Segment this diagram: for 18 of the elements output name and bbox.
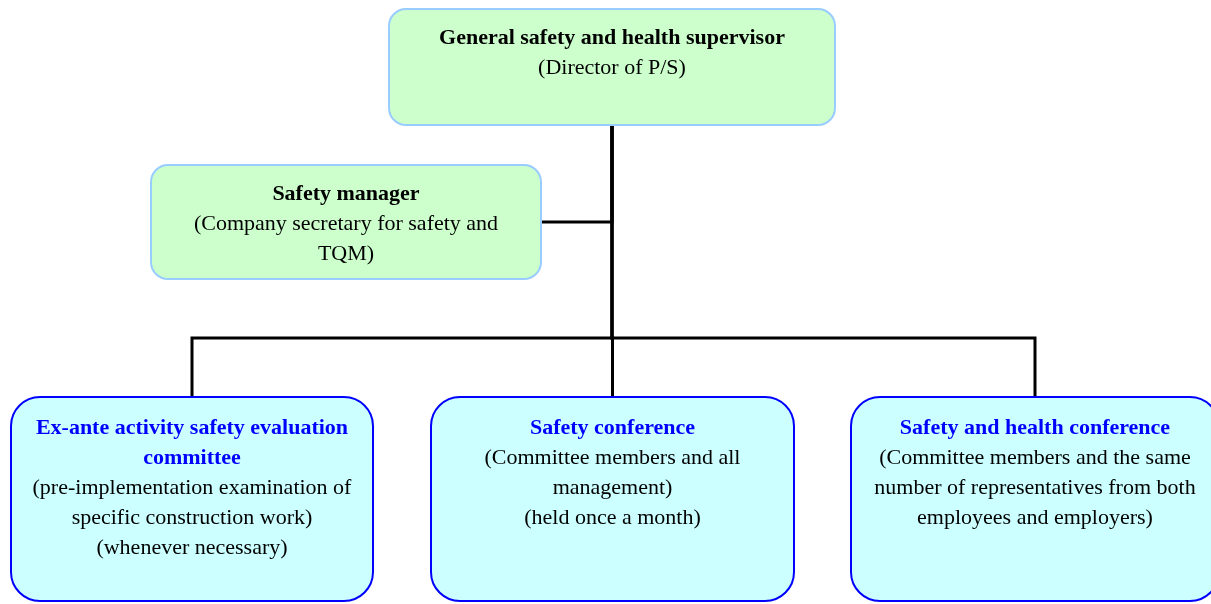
box-heading: Safety manager [272,179,420,207]
box-description: (Director of P/S) [538,53,686,81]
org-box [150,164,542,280]
box-heading: Safety conference [529,413,696,441]
box-heading: General safety and health supervisor [439,23,785,51]
box-heading: Ex-ante activity safety evaluation committee [34,413,350,471]
connector-line [610,126,1037,396]
box-description: (Company secretary for safety and TQM) [192,209,500,267]
org-box [10,396,374,602]
box-heading: Safety and health conference [899,413,1171,441]
box-description: (held once a month) [524,503,701,531]
org-box [430,396,795,602]
org-box [388,8,836,126]
org-box [850,396,1211,602]
box-description: (Committee members and the same number of representatives from both employees and employers) [873,443,1197,531]
box-description: (whenever necessary) [96,533,288,561]
box-description: (Committee members and all management) [483,443,742,501]
box-description: (pre-implementation examination of specific construction work) [31,473,353,531]
